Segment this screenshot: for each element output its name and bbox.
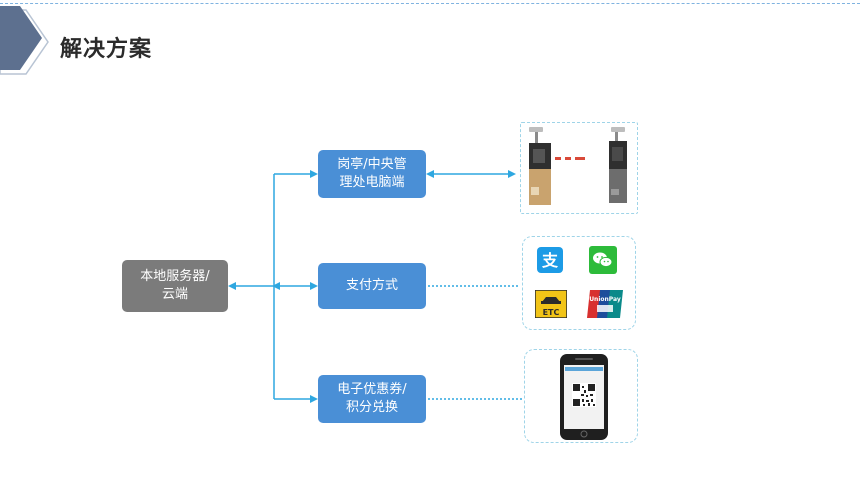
header-chevron-icon xyxy=(0,6,49,75)
alipay-icon: 支 xyxy=(537,247,563,273)
coupon-node: 电子优惠券/ 积分兑换 xyxy=(318,375,426,423)
payment-logos-frame: 支 ETC UnionPay xyxy=(522,236,636,330)
svg-text:支: 支 xyxy=(541,251,559,270)
unionpay-icon: UnionPay xyxy=(587,290,623,318)
top-dashed-rule xyxy=(0,3,860,4)
booth-node: 岗亭/中央管 理处电脑端 xyxy=(318,150,426,198)
phone-qr-code-image xyxy=(560,354,608,440)
svg-text:UnionPay: UnionPay xyxy=(589,296,621,303)
page-title: 解决方案 xyxy=(60,37,153,62)
svg-text:ETC: ETC xyxy=(543,308,560,317)
phone-frame xyxy=(524,349,638,443)
server-node: 本地服务器/ 云端 xyxy=(122,260,228,312)
barrier-gate-frame xyxy=(520,122,638,214)
wechat-pay-icon xyxy=(589,246,617,274)
barrier-gate-image xyxy=(529,127,627,205)
payment-node: 支付方式 xyxy=(318,263,426,309)
etc-icon: ETC xyxy=(535,290,567,318)
